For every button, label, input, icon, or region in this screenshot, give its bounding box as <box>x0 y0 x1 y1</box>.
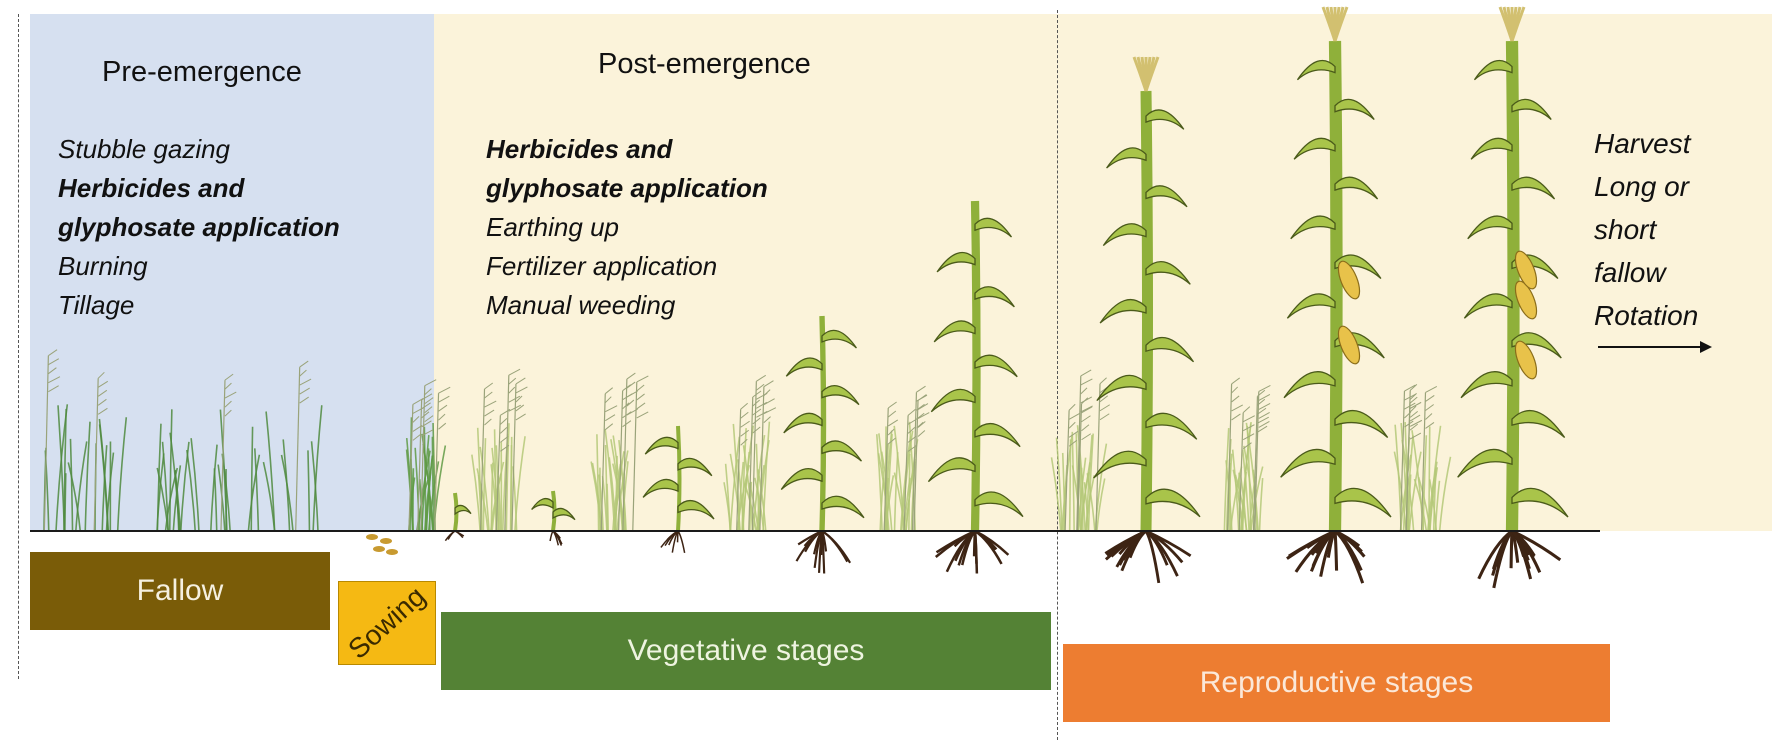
sowing-label: Sowing <box>342 580 432 665</box>
vegetative-label: Vegetative stages <box>627 634 865 667</box>
harvest-line: Rotation <box>1594 300 1699 331</box>
weed-tuft <box>43 349 323 532</box>
weed-tuft <box>1393 384 1452 532</box>
weed-tuft <box>1050 369 1110 532</box>
harvest-line: Long or <box>1594 171 1689 202</box>
weed-tuft <box>590 372 649 532</box>
harvest-line: short <box>1594 214 1657 245</box>
post-emergence-title: Post-emergence <box>598 48 811 80</box>
pre-emergence-title: Pre-emergence <box>102 56 302 88</box>
pre-emergence-panel <box>30 14 434 531</box>
weed-tuft <box>875 385 930 532</box>
practice-item: Tillage <box>58 290 135 320</box>
practice-item: Manual weeding <box>486 290 676 320</box>
maize-plant <box>1457 6 1569 589</box>
reproductive-label: Reproductive stages <box>1199 666 1474 699</box>
practice-item: Earthing up <box>486 212 619 242</box>
harvest-line: fallow <box>1594 257 1666 288</box>
fallow-stage-box: Fallow <box>30 552 330 630</box>
maize-plants-layer <box>444 6 1569 589</box>
harvest-arrow-icon <box>1598 341 1712 353</box>
maize-plant <box>1280 6 1392 584</box>
weed-tuft <box>1223 377 1271 532</box>
weed-tuft <box>723 374 777 532</box>
weed-tuft <box>405 379 451 532</box>
maize-plant <box>444 492 472 542</box>
practice-item: Fertilizer application <box>486 251 718 281</box>
maize-plant <box>642 425 715 553</box>
reproductive-stage-box: Reproductive stages <box>1063 644 1610 722</box>
practice-item: glyphosate application <box>486 173 768 203</box>
maize-plant <box>927 200 1024 574</box>
practice-item: Herbicides and <box>58 173 245 203</box>
sowing-stage-box: Sowing <box>338 580 436 665</box>
seeds-icon <box>366 534 398 555</box>
harvest-line: Harvest <box>1594 128 1691 159</box>
left-dashed-divider <box>18 14 19 679</box>
practice-item: Herbicides and <box>486 134 673 164</box>
reproductive-dashed-divider <box>1057 10 1058 740</box>
maize-plant <box>1093 56 1201 584</box>
weed-grass-layer <box>43 349 1452 532</box>
maize-plant <box>531 490 576 546</box>
practice-item: Burning <box>58 251 148 281</box>
maize-plant <box>780 315 865 574</box>
fallow-label: Fallow <box>136 574 224 607</box>
weed-tuft <box>471 368 528 532</box>
practice-item: Stubble gazing <box>58 134 231 164</box>
vegetative-stage-box: Vegetative stages <box>441 612 1051 690</box>
practice-item: glyphosate application <box>58 212 340 242</box>
